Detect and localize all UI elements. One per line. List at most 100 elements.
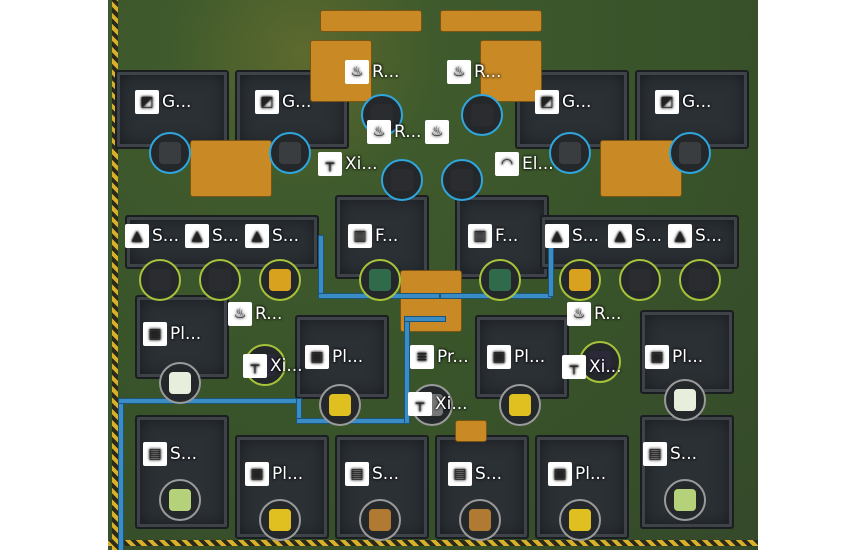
recipe-slot-ore[interactable] bbox=[579, 341, 621, 383]
entity-label[interactable]: ▤S... bbox=[643, 442, 697, 466]
recipe-slot-stone-brick[interactable] bbox=[549, 132, 591, 174]
entity-label[interactable]: ▲S... bbox=[245, 224, 299, 248]
recipe-slot-flowers[interactable] bbox=[259, 499, 301, 541]
recipe-slot-moss[interactable] bbox=[359, 259, 401, 301]
entity-label[interactable]: ▦Pl... bbox=[305, 345, 363, 369]
entity-label[interactable]: ▥F... bbox=[468, 224, 518, 248]
recipe-slot-coal[interactable] bbox=[381, 159, 423, 201]
recipe-slot-flowers[interactable] bbox=[319, 384, 361, 426]
entity-name: F... bbox=[375, 226, 399, 246]
entity-label[interactable]: ▦Pl... bbox=[645, 345, 703, 369]
recipe-slot-coal[interactable] bbox=[461, 94, 503, 136]
recipe-slot-moss[interactable] bbox=[479, 259, 521, 301]
conveyor-belt[interactable] bbox=[600, 140, 682, 197]
fluid-pipe[interactable] bbox=[118, 400, 124, 550]
entity-name: R... bbox=[255, 304, 283, 324]
entity-label[interactable]: ♨ bbox=[425, 120, 452, 144]
recipe-slot-sulfur[interactable] bbox=[559, 259, 601, 301]
entity-label[interactable]: ┬Xi... bbox=[243, 354, 303, 378]
fluid-pipe[interactable] bbox=[118, 398, 300, 404]
coal-icon bbox=[391, 169, 413, 191]
entity-label[interactable]: ♨R... bbox=[345, 60, 399, 84]
furnace-icon: ♨ bbox=[345, 60, 369, 84]
recipe-slot-seed-pod[interactable] bbox=[359, 499, 401, 541]
entity-name: G... bbox=[162, 92, 192, 112]
entity-label[interactable]: ▦Pl... bbox=[245, 462, 303, 486]
entity-label[interactable]: ▤S... bbox=[448, 462, 502, 486]
entity-label[interactable]: ◩G... bbox=[655, 90, 711, 114]
entity-name: Pr... bbox=[437, 347, 469, 367]
entity-label[interactable]: ♨R... bbox=[367, 120, 421, 144]
entity-label[interactable]: ♨R... bbox=[447, 60, 501, 84]
fluid-pipe[interactable] bbox=[318, 235, 324, 297]
recipe-slot-stone-brick[interactable] bbox=[269, 132, 311, 174]
entity-label[interactable]: ▦Pl... bbox=[548, 462, 606, 486]
furnace-icon: ♨ bbox=[367, 120, 391, 144]
entity-label[interactable]: ▥F... bbox=[348, 224, 398, 248]
entity-label[interactable]: ◩G... bbox=[535, 90, 591, 114]
conveyor-belt[interactable] bbox=[320, 10, 422, 32]
factory-map[interactable]: ◩G...◩G...◩G...◩G...♨R...♨R...♨R...♨┬Xi.… bbox=[108, 0, 758, 550]
entity-name: S... bbox=[170, 444, 198, 464]
recipe-slot-stone-brick[interactable] bbox=[669, 132, 711, 174]
recipe-slot-coal[interactable] bbox=[441, 159, 483, 201]
coal-icon bbox=[689, 269, 711, 291]
recipe-slot-coal[interactable] bbox=[139, 259, 181, 301]
recipe-slot-dandelion[interactable] bbox=[159, 362, 201, 404]
compressor-icon: ◩ bbox=[535, 90, 559, 114]
entity-label[interactable]: ♨R... bbox=[567, 302, 621, 326]
entity-label[interactable]: ┬Xi... bbox=[318, 152, 378, 176]
entity-label[interactable]: ┬Xi... bbox=[562, 355, 622, 379]
entity-label[interactable]: ▲S... bbox=[545, 224, 599, 248]
building[interactable] bbox=[635, 70, 749, 149]
recipe-slot-coal[interactable] bbox=[679, 259, 721, 301]
stone-brick-icon bbox=[679, 142, 701, 164]
entity-label[interactable]: ▦Pl... bbox=[487, 345, 545, 369]
entity-label[interactable]: ▲S... bbox=[125, 224, 179, 248]
entity-name: S... bbox=[695, 226, 723, 246]
entity-label[interactable]: ▤S... bbox=[345, 462, 399, 486]
entity-label[interactable]: ▲S... bbox=[185, 224, 239, 248]
recipe-slot-flowers[interactable] bbox=[499, 384, 541, 426]
entity-label[interactable]: ♨R... bbox=[228, 302, 282, 326]
conveyor-belt[interactable] bbox=[480, 40, 542, 102]
radar-icon: ◠ bbox=[495, 152, 519, 176]
entity-name: Xi... bbox=[589, 357, 622, 377]
recipe-slot-seed-pod[interactable] bbox=[459, 499, 501, 541]
entity-name: Pl... bbox=[272, 464, 304, 484]
recipe-slot-seed-ball[interactable] bbox=[159, 479, 201, 521]
entity-name: S... bbox=[670, 444, 698, 464]
entity-label[interactable]: ▤S... bbox=[143, 442, 197, 466]
compressor-icon: ◩ bbox=[255, 90, 279, 114]
recipe-slot-dandelion[interactable] bbox=[664, 379, 706, 421]
pump-icon: ┬ bbox=[243, 354, 267, 378]
entity-label[interactable]: ▦Pl... bbox=[143, 322, 201, 346]
conveyor-belt[interactable] bbox=[455, 420, 487, 442]
recipe-slot-coal[interactable] bbox=[199, 259, 241, 301]
recipe-slot-sulfur[interactable] bbox=[259, 259, 301, 301]
entity-name: R... bbox=[594, 304, 622, 324]
conveyor-belt[interactable] bbox=[440, 10, 542, 32]
ore-icon bbox=[589, 351, 611, 373]
recipe-slot-seed-ball[interactable] bbox=[664, 479, 706, 521]
recipe-slot-flowers[interactable] bbox=[559, 499, 601, 541]
entity-label[interactable]: ┬Xi... bbox=[408, 392, 468, 416]
entity-name: R... bbox=[394, 122, 422, 142]
pump-icon: ┬ bbox=[562, 355, 586, 379]
entity-label[interactable]: ◩G... bbox=[135, 90, 191, 114]
entity-label[interactable]: ▲S... bbox=[608, 224, 662, 248]
recipe-slot-coal[interactable] bbox=[619, 259, 661, 301]
coal-icon bbox=[209, 269, 231, 291]
fluid-pipe[interactable] bbox=[404, 316, 446, 322]
furnace-icon: ♨ bbox=[425, 120, 449, 144]
entity-label[interactable]: ≡Pr... bbox=[410, 345, 469, 369]
conveyor-belt[interactable] bbox=[190, 140, 272, 197]
sorter-icon: ▲ bbox=[608, 224, 632, 248]
stone-brick-icon bbox=[159, 142, 181, 164]
compressor-icon: ◩ bbox=[135, 90, 159, 114]
entity-label[interactable]: ◩G... bbox=[255, 90, 311, 114]
recipe-slot-stone-brick[interactable] bbox=[149, 132, 191, 174]
entity-label[interactable]: ▲S... bbox=[668, 224, 722, 248]
sorter-icon: ▲ bbox=[245, 224, 269, 248]
entity-label[interactable]: ◠El... bbox=[495, 152, 554, 176]
